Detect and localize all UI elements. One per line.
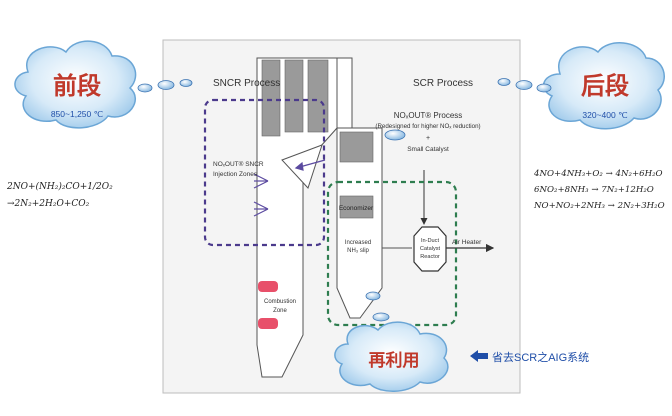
right-cloud-temp: 320~400 ℃ bbox=[582, 110, 628, 120]
bottom-cloud: 再利用 bbox=[334, 321, 449, 392]
superheater-bank bbox=[339, 131, 374, 163]
bubble bbox=[384, 129, 406, 141]
sncr-process-label: SNCR Process bbox=[213, 78, 280, 89]
injection-arrows bbox=[253, 159, 326, 217]
combustion-burner-upper bbox=[258, 281, 278, 292]
bottom-cloud-title: 再利用 bbox=[369, 350, 420, 370]
right-equation-line3: NO+NO₂+2NH₃ → 2N₂+3H₂O bbox=[533, 201, 665, 211]
bubble bbox=[372, 312, 390, 322]
right-equation-line2: 6NO₂+8NH₃ → 7N₂+12H₂O bbox=[534, 185, 654, 195]
in-duct-reactor bbox=[413, 226, 447, 272]
left-cloud: 前段 850~1,250 ℃ bbox=[14, 40, 137, 129]
tube-bank bbox=[284, 59, 304, 133]
induct-label-1: In-Duct bbox=[421, 238, 439, 244]
sncr-zone-box bbox=[203, 98, 326, 247]
left-cloud-temp: 850~1,250 ℃ bbox=[51, 109, 104, 119]
noxout-redesign-label: (Redesigned for higher NOₓ reduction) bbox=[375, 123, 480, 130]
right-cloud-title: 后段 bbox=[581, 72, 629, 100]
bottom-note: 省去SCR之AIG系统 bbox=[492, 350, 589, 364]
connector-bubble bbox=[536, 83, 552, 93]
noxout-process-label: NOₓOUT® Process bbox=[394, 111, 463, 120]
boiler-structure bbox=[256, 57, 495, 378]
air-heater-label: Air Heater bbox=[452, 239, 482, 246]
connector-bubble bbox=[137, 83, 153, 93]
right-cloud: 后段 320~400 ℃ bbox=[542, 42, 665, 130]
connector-bubble bbox=[179, 79, 193, 87]
injection-zones-label-2: Injection Zones bbox=[213, 171, 258, 178]
induct-label-2: Catalyst bbox=[420, 246, 441, 252]
increased-slip-label-1: Increased bbox=[345, 240, 371, 246]
right-equation-line1: 4NO+4NH₃+O₂ → 4N₂+6H₂O bbox=[533, 169, 663, 179]
combustion-burner-lower bbox=[258, 318, 278, 329]
left-equation-line1: 2NO+(NH₂)₂CO+1/2O₂ bbox=[6, 181, 113, 192]
left-equation-line2: →2N₂+2H₂O+CO₂ bbox=[7, 199, 90, 209]
small-catalyst-label: Small Catalyst bbox=[407, 146, 449, 153]
injection-zones-label-1: NOₓOUT® SNCR bbox=[213, 160, 264, 168]
connector-bubble bbox=[497, 78, 511, 86]
economizer-label: Economizer bbox=[339, 205, 374, 212]
induct-label-3: Reactor bbox=[420, 254, 440, 260]
increased-slip-label-2: NH₃ slip bbox=[347, 248, 369, 254]
bubble bbox=[365, 291, 381, 301]
combustion-zone-label-2: Zone bbox=[273, 308, 287, 314]
left-cloud-title: 前段 bbox=[53, 72, 101, 100]
economizer-box bbox=[339, 195, 374, 219]
scr-process-label: SCR Process bbox=[413, 78, 473, 89]
connector-bubble bbox=[157, 80, 175, 90]
plus-label: + bbox=[426, 135, 430, 142]
note-arrow-icon bbox=[470, 350, 488, 362]
tube-bank bbox=[261, 59, 281, 137]
combustion-zone-label-1: Combustion bbox=[264, 299, 296, 305]
connector-bubble bbox=[515, 80, 533, 90]
